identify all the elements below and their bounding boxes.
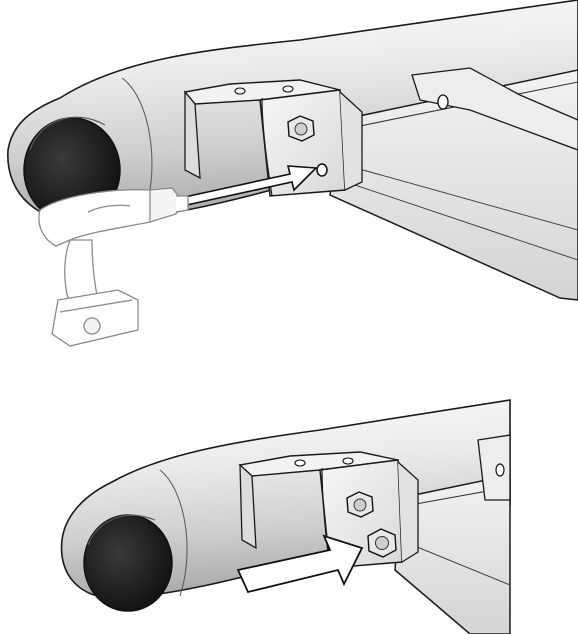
hex-bolt-lower (367, 528, 397, 558)
frame-tube (60, 399, 511, 599)
direction-arrow (236, 534, 364, 594)
step-2-panel (60, 399, 511, 634)
hex-bolt (287, 115, 315, 142)
bolt-hole (316, 163, 328, 177)
step-1-panel (7, 0, 578, 347)
hex-bolt-upper (346, 491, 374, 518)
cordless-drill (38, 187, 189, 347)
insert-arrow (179, 165, 318, 207)
